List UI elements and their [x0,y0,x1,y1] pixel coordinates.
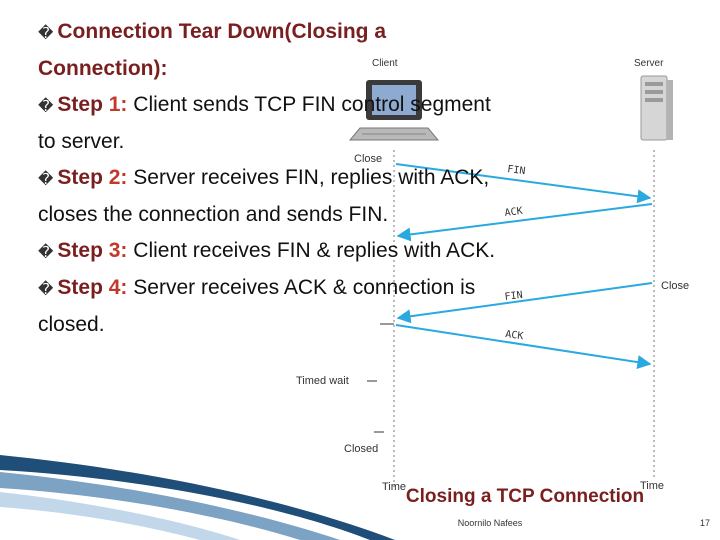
msg-label-fin-1: FIN [507,164,526,177]
msg-label-fin-2: FIN [504,290,523,303]
fin-arrow-1 [395,163,652,204]
bullet-glyph: � [38,24,54,42]
msg-label-ack-2: ACK [505,329,524,342]
bullet-step-1: �Step 1: Client sends TCP FIN control se… [38,87,508,160]
client-close-label: Close [354,153,382,165]
bullet-step-3: �Step 3: Client receives FIN & replies w… [38,233,508,270]
fin-arrow-2 [396,282,653,324]
bullet-glyph: � [38,97,54,115]
step-number: 4: [108,276,128,299]
ack-arrow-1 [396,203,653,242]
step-number: 1: [108,93,128,116]
timed-wait-label: Timed wait [296,375,349,387]
step-text: Server receives FIN, replies with ACK, c… [38,166,490,226]
step-text: Server receives ACK & connection is clos… [38,276,476,336]
step-label: Step [57,276,103,299]
server-close-label: Close [661,280,689,292]
bullet-heading: �Connection Tear Down(Closing a Connecti… [38,14,508,87]
bullet-glyph: � [38,243,54,261]
step-label: Step [57,166,103,189]
step-number: 2: [108,166,128,189]
heading-text: Connection Tear Down(Closing a Connectio… [38,20,387,80]
step-label: Step [57,93,103,116]
footer-author: Noornilo Nafees [457,518,523,528]
ack-arrow-2 [395,324,652,370]
step-number: 3: [108,239,128,262]
client-label: Client [372,58,398,69]
bullet-step-4: �Step 4: Server receives ACK & connectio… [38,270,508,343]
client-computer-icon [348,80,440,141]
closed-label: Closed [344,443,378,455]
bullet-list: �Connection Tear Down(Closing a Connecti… [38,14,508,343]
server-tower-icon [640,75,673,141]
bullet-glyph: � [38,170,54,188]
page-number: 17 [699,518,710,528]
time-label-right: Time [640,480,664,492]
step-text: Client sends TCP FIN control segment to … [38,93,491,153]
time-label-left: Time [382,481,406,493]
msg-label-ack-1: ACK [504,206,523,219]
step-label: Step [57,239,103,262]
server-label: Server [634,58,664,69]
diagram-caption: Closing a TCP Connection [405,486,645,507]
bullet-step-2: �Step 2: Server receives FIN, replies wi… [38,160,508,233]
step-text: Client receives FIN & replies with ACK. [133,239,496,262]
bullet-glyph: � [38,280,54,298]
